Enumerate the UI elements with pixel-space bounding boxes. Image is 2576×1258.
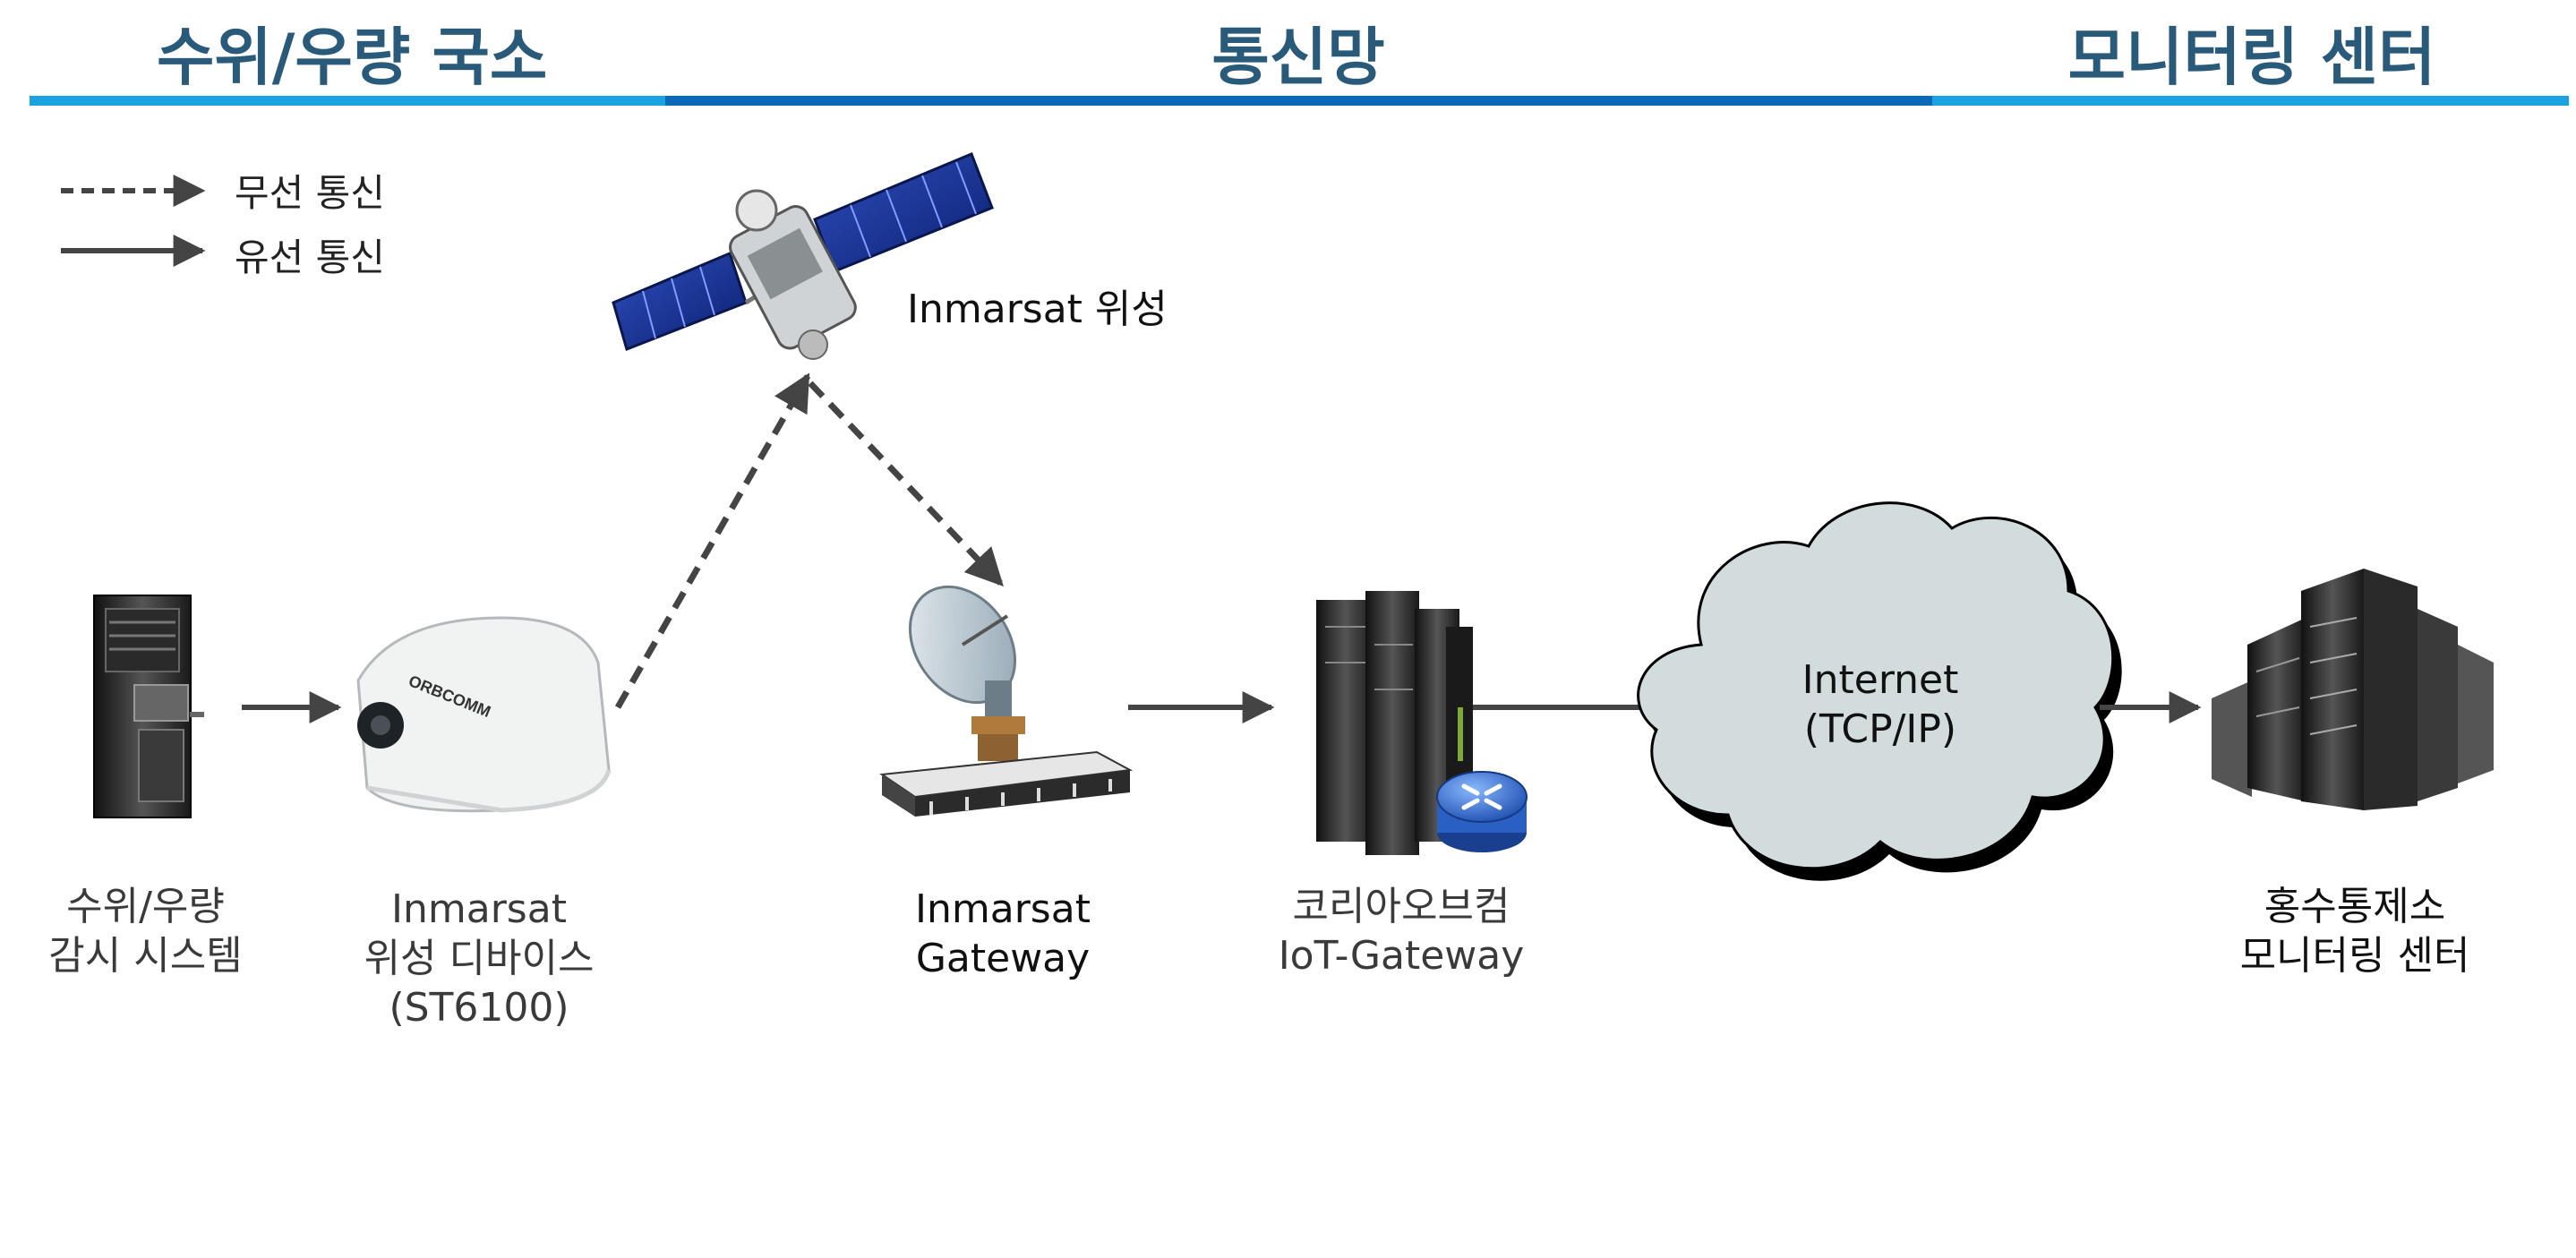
cloud-label: Internet (TCP/IP) xyxy=(1755,655,2006,754)
cloud-label-line1: Internet xyxy=(1801,657,1959,703)
satellite-label: Inmarsat 위성 xyxy=(907,287,1168,332)
section-title-monitoring: 모니터링 센터 xyxy=(2067,21,2436,94)
internet-cloud-icon xyxy=(1637,501,2122,881)
server-farm-icon xyxy=(2212,569,2494,810)
node-label-sat-device: Inmarsat 위성 디바이스 (ST6100) xyxy=(331,885,627,1032)
node-label-line: Gateway xyxy=(915,936,1091,981)
satellite-icon xyxy=(612,152,994,360)
section-title-network: 통신망 xyxy=(1211,21,1385,94)
server-rack-icon xyxy=(93,595,204,818)
node-label-iot-gateway: 코리아오브컴 IoT-Gateway xyxy=(1258,882,1545,980)
section-bar-monitoring xyxy=(1932,96,2569,106)
section-bar-network xyxy=(665,96,1932,106)
node-label-monitor-system: 수위/우량 감시 시스템 xyxy=(18,882,273,980)
node-label-line: 홍수통제소 xyxy=(2264,884,2446,929)
node-label-line: 감시 시스템 xyxy=(48,933,243,979)
router-icon xyxy=(1436,771,1528,852)
node-label-line: IoT-Gateway xyxy=(1278,933,1525,979)
legend-wired-label: 유선 통신 xyxy=(235,235,385,279)
node-label-center: 홍수통제소 모니터링 센터 xyxy=(2207,882,2503,980)
node-label-line: Inmarsat xyxy=(391,886,567,932)
node-label-gateway: Inmarsat Gateway xyxy=(860,885,1146,983)
node-label-line: 위성 디바이스 xyxy=(364,936,595,981)
node-label-line: Inmarsat xyxy=(915,886,1091,932)
gateway-ground-station-icon xyxy=(879,585,1134,817)
section-title-station: 수위/우량 국소 xyxy=(157,21,548,94)
node-label-line: 수위/우량 xyxy=(66,884,225,929)
cloud-label-line2: (TCP/IP) xyxy=(1803,706,1957,752)
satellite-device-icon: ORBCOMM xyxy=(356,616,612,813)
node-label-line: 모니터링 센터 xyxy=(2239,933,2470,979)
node-label-line: (ST6100) xyxy=(389,985,569,1031)
section-bar-station xyxy=(30,96,665,106)
legend-wireless-label: 무선 통신 xyxy=(235,171,385,215)
wireless-link-satellite-to-gateway xyxy=(808,381,1004,587)
wireless-link-device-to-satellite xyxy=(614,372,811,709)
node-label-line: 코리아오브컴 xyxy=(1292,884,1511,929)
